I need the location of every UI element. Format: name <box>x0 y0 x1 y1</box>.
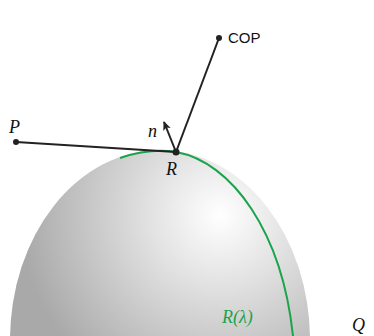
reflectance-curve <box>120 151 293 336</box>
incident-ray <box>16 142 176 152</box>
normal-vector <box>164 122 176 152</box>
point-label: P <box>9 118 20 136</box>
point-label: COP <box>228 30 261 45</box>
point-label: R <box>166 160 177 178</box>
object-label: Q <box>352 316 365 334</box>
curve-label: R(λ) <box>222 308 253 326</box>
view-ray <box>176 38 219 152</box>
eye-point <box>216 35 222 41</box>
surface-point <box>173 149 180 156</box>
vector-label: n <box>148 122 157 140</box>
sphere <box>10 150 310 336</box>
light-point <box>13 139 19 145</box>
